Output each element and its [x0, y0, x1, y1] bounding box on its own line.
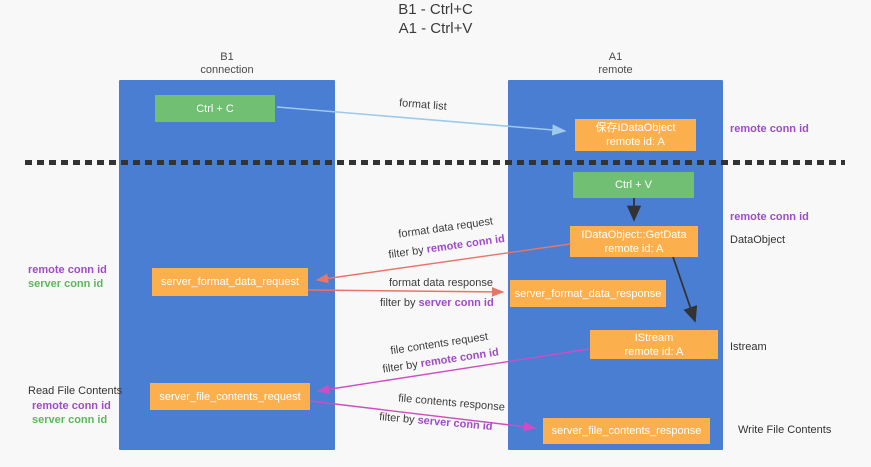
- filter-by-prefix: filter by: [387, 243, 428, 262]
- left-server-conn-id-bottom-label: server conn id: [32, 414, 108, 426]
- filter-by-prefix: filter by: [378, 411, 419, 427]
- ctrl-c-label: Ctrl + C: [196, 102, 234, 115]
- title-line-1: B1 - Ctrl+C: [398, 1, 473, 18]
- format-data-response-filter-label: filter by server conn id: [380, 297, 494, 309]
- read-file-contents-label: Read File Contents: [28, 385, 123, 397]
- server-format-data-request-label: server_format_data_request: [160, 276, 300, 288]
- right-column-name: A1: [608, 51, 623, 63]
- ctrl-v-label: Ctrl + V: [615, 179, 652, 191]
- write-file-contents-label: Write File Contents: [738, 424, 832, 436]
- server-conn-id-highlight: server conn id: [417, 414, 494, 433]
- server-format-data-response-label: server_format_data_response: [514, 287, 662, 300]
- right-remote-conn-id-top-label: remote conn id: [730, 123, 809, 135]
- ctrl-v-node: Ctrl + V: [573, 172, 694, 198]
- istream-line1: IStream: [634, 331, 674, 344]
- left-server-conn-id-top-label: server conn id: [28, 278, 104, 290]
- filter-by-prefix: filter by: [380, 297, 419, 309]
- dataobject-label: DataObject: [730, 234, 786, 246]
- format-list-label: format list: [398, 97, 448, 113]
- right-remote-conn-id-mid-label: remote conn id: [730, 211, 809, 223]
- right-column-header: A1 remote: [508, 51, 723, 77]
- file-contents-response-label: file contents response: [397, 392, 506, 414]
- server-file-contents-response-node: server_file_contents_response: [543, 418, 710, 444]
- right-column-role: remote: [598, 64, 633, 76]
- title-line-2: A1 - Ctrl+V: [398, 20, 473, 37]
- server-file-contents-response-label: server_file_contents_response: [551, 425, 702, 437]
- istream-line2: remote id: A: [624, 345, 684, 358]
- save-dataobject-line2: remote id: A: [606, 136, 665, 148]
- server-format-data-request-node: server_format_data_request: [152, 268, 308, 296]
- format-data-response-label: format data response: [389, 277, 493, 289]
- left-column-role: connection: [200, 64, 254, 76]
- remote-conn-id-highlight: remote conn id: [425, 232, 506, 256]
- filter-by-prefix: filter by: [381, 358, 422, 376]
- getdata-line1: IDataObject::GetData: [581, 228, 687, 241]
- istream-node: IStream remote id: A: [590, 330, 718, 359]
- istream-side-label: Istream: [730, 341, 767, 353]
- server-file-contents-request-label: server_file_contents_request: [159, 390, 301, 403]
- phase-separator-dashed-line: [25, 160, 845, 165]
- file-contents-response-filter-label: filter by server conn id: [379, 411, 493, 433]
- left-remote-conn-id-top-label: remote conn id: [28, 264, 107, 276]
- ctrl-c-node: Ctrl + C: [155, 95, 275, 122]
- left-column-name: B1: [220, 51, 234, 63]
- format-data-response-arrow: [307, 286, 505, 297]
- server-format-data-response-node: server_format_data_response: [510, 280, 666, 307]
- left-column-header: B1 connection: [119, 51, 335, 77]
- getdata-node: IDataObject::GetData remote id: A: [570, 226, 698, 257]
- diagram-title: B1 - Ctrl+C A1 - Ctrl+V: [0, 0, 871, 38]
- getdata-line2: remote id: A: [604, 242, 664, 255]
- server-file-contents-request-node: server_file_contents_request: [150, 383, 310, 410]
- save-dataobject-node: 保存IDataObject remote id: A: [575, 119, 696, 151]
- server-conn-id-highlight: server conn id: [418, 297, 494, 309]
- left-remote-conn-id-bottom-label: remote conn id: [32, 400, 111, 412]
- save-dataobject-line1: 保存IDataObject: [595, 122, 676, 134]
